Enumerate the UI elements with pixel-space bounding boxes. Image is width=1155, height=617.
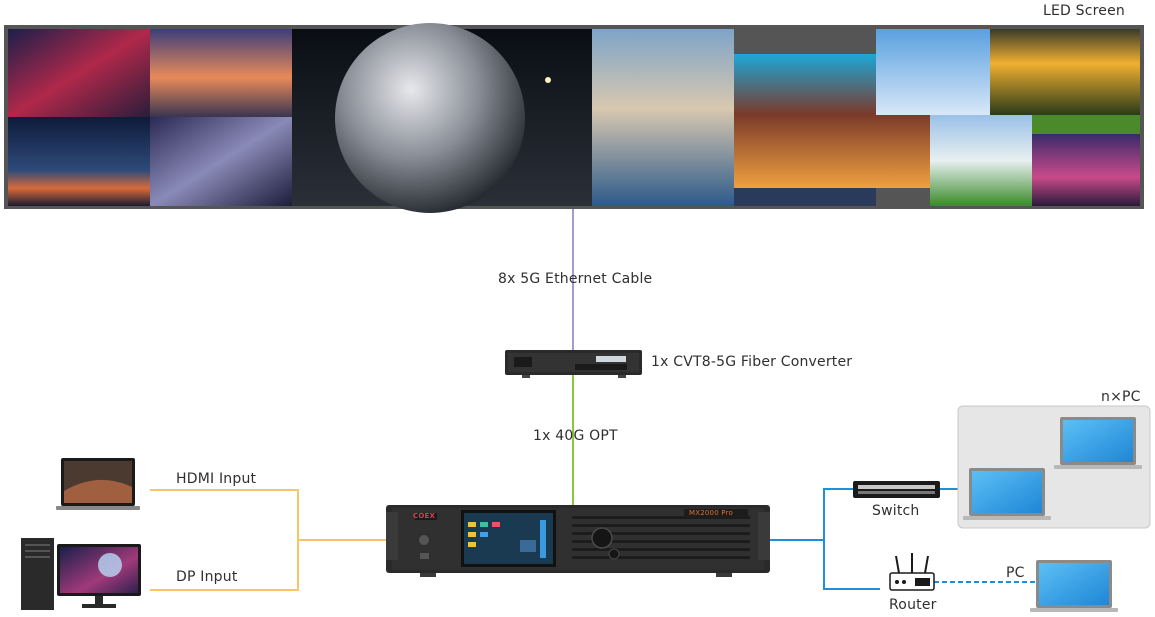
hdmi-label: HDMI Input xyxy=(176,471,257,487)
laptop-icon xyxy=(56,458,140,510)
pc-label: PC xyxy=(1006,565,1025,581)
laptop-icon xyxy=(1030,560,1118,612)
switch-label: Switch xyxy=(872,503,920,519)
npc-label: n×PC xyxy=(1101,389,1141,405)
media-processor-icon xyxy=(386,505,770,577)
processor-model: MX2000 Pro xyxy=(689,509,733,517)
led-screen-label: LED Screen xyxy=(1043,3,1126,19)
switch-icon xyxy=(853,481,940,498)
opt-label: 1x 40G OPT xyxy=(533,428,618,444)
fiber-converter-icon xyxy=(505,350,642,378)
dp-label: DP Input xyxy=(176,569,238,585)
laptop-icon xyxy=(1054,417,1142,469)
led-screen-icon xyxy=(4,23,1144,213)
laptop-icon xyxy=(963,468,1051,520)
ethernet-label: 8x 5G Ethernet Cable xyxy=(498,271,653,287)
router-icon xyxy=(889,553,935,591)
converter-label: 1x CVT8-5G Fiber Converter xyxy=(651,354,853,370)
processor-brand: COEX xyxy=(413,512,436,520)
npc-group xyxy=(957,405,1151,529)
desktop-pc-icon xyxy=(21,538,141,610)
router-label: Router xyxy=(889,597,937,613)
network-line xyxy=(823,488,880,590)
